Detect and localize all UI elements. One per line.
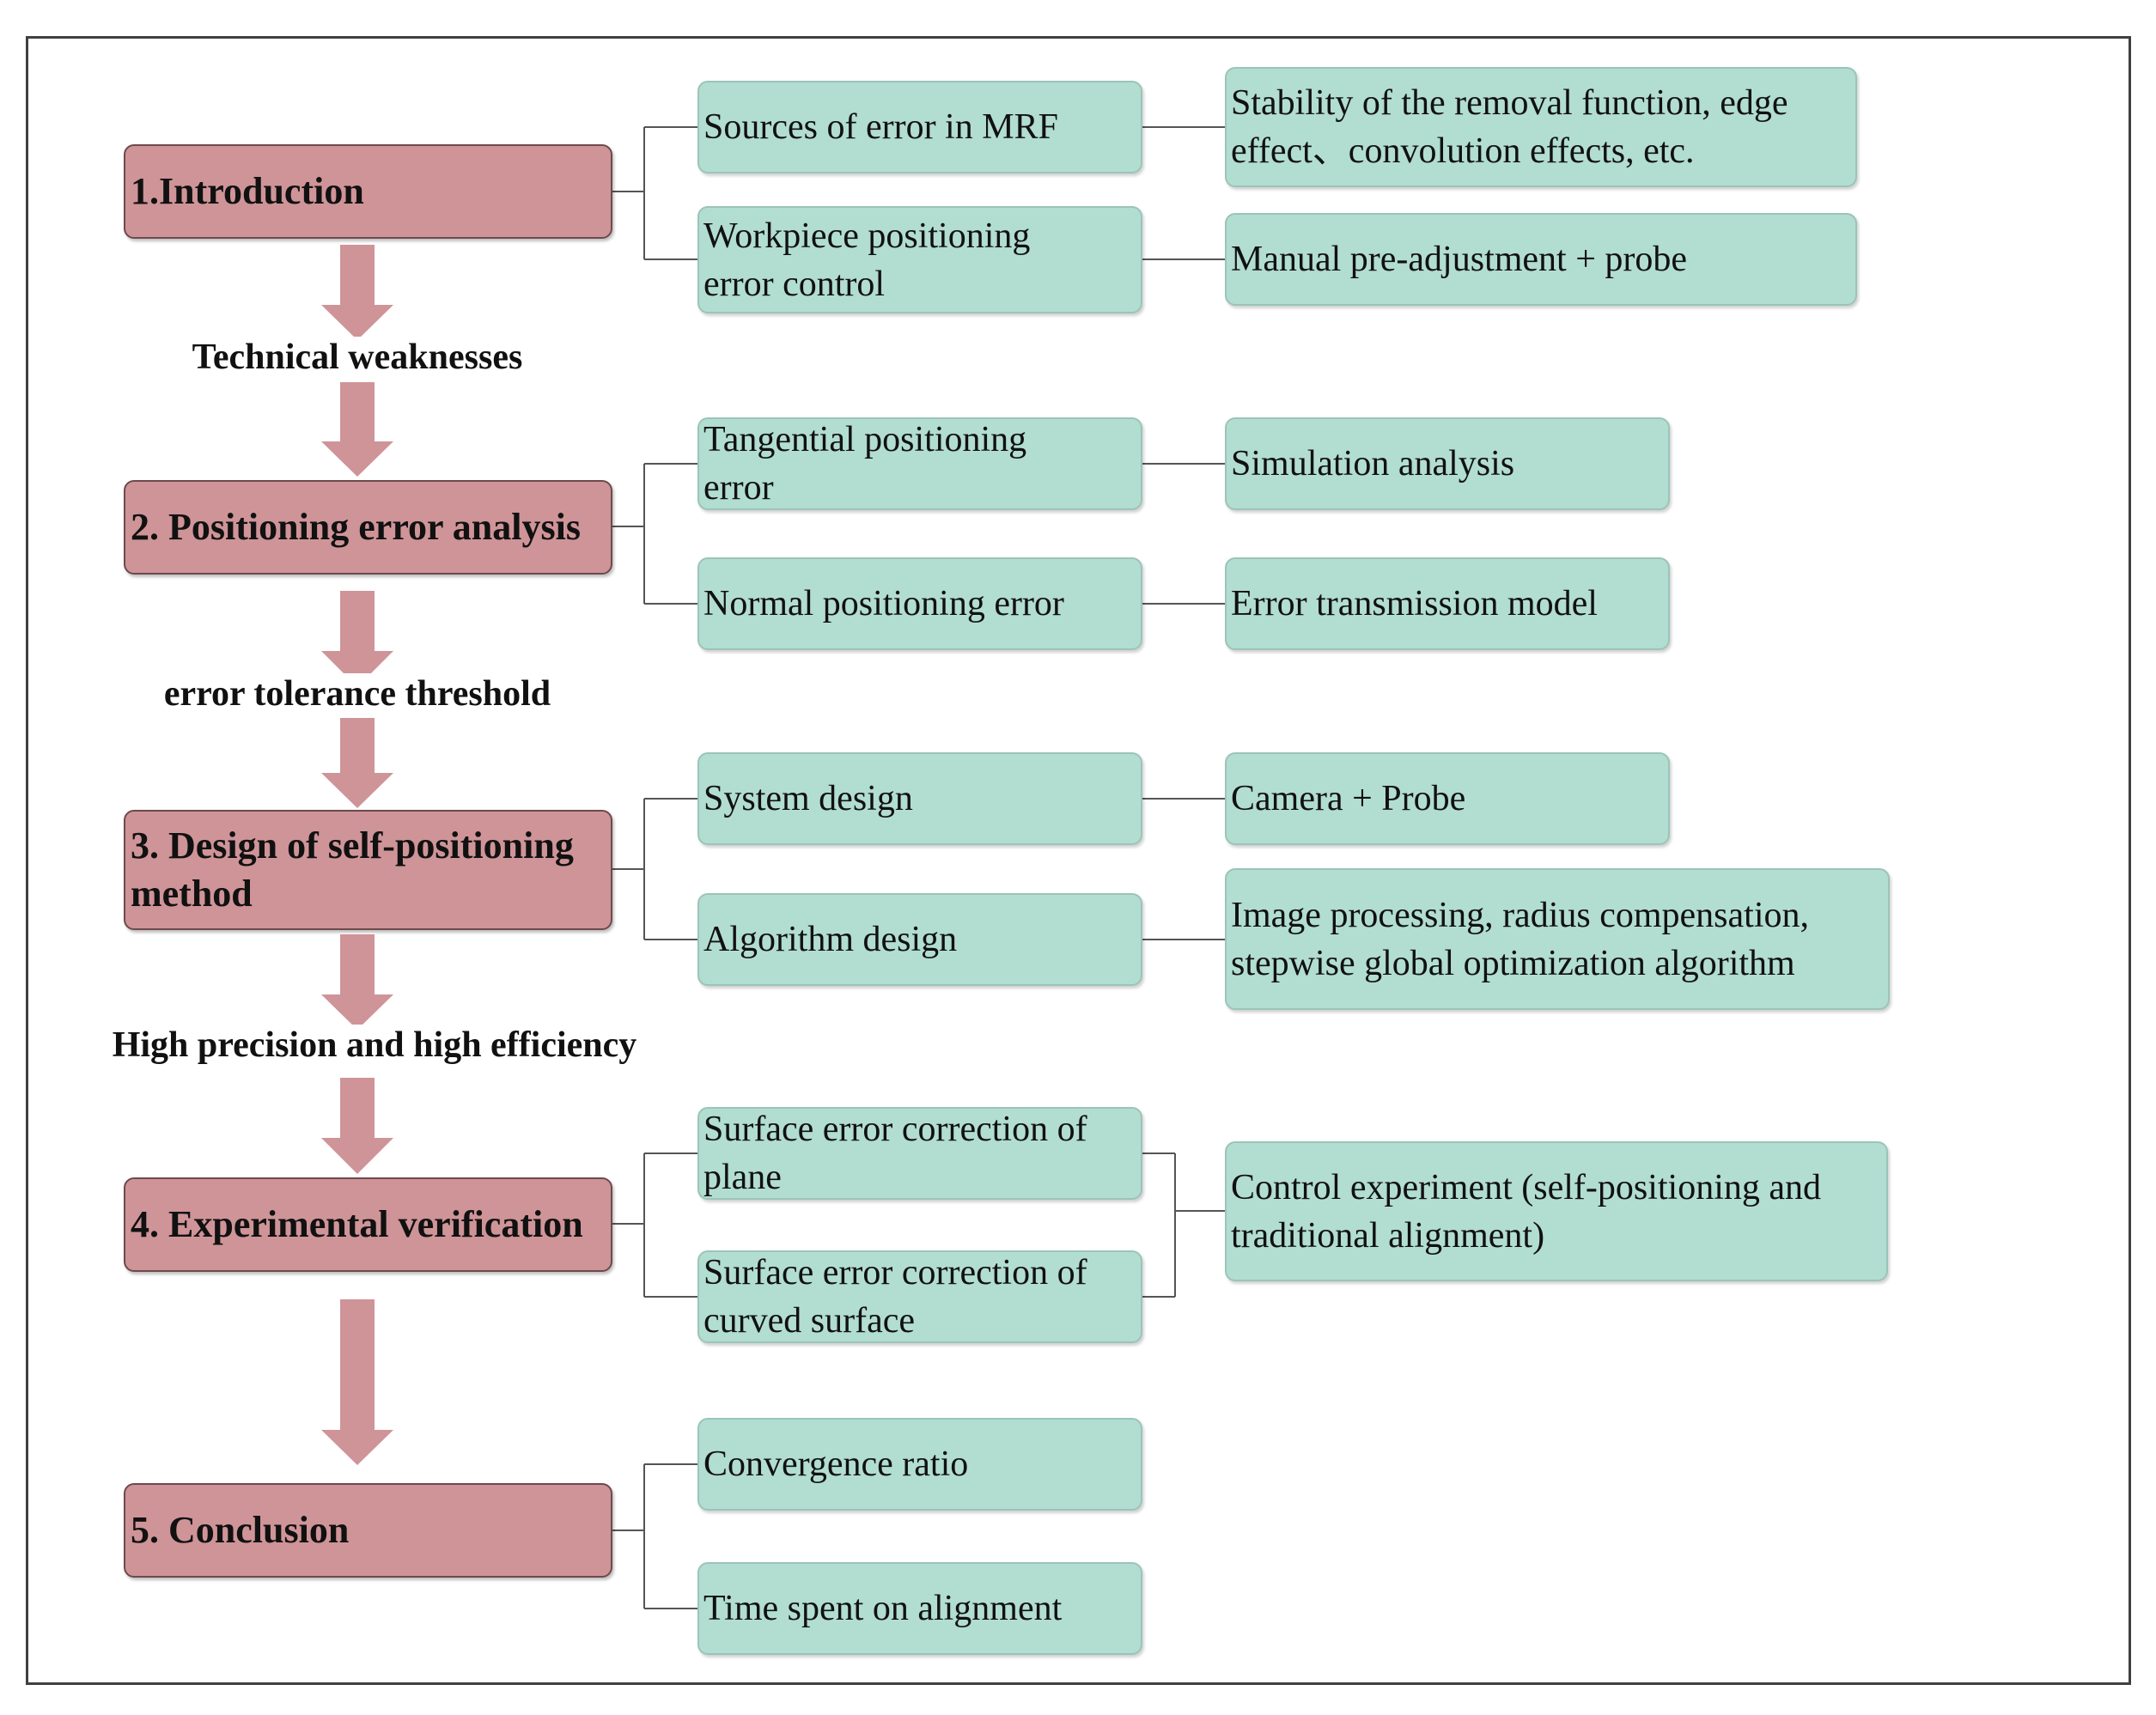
sub-normal-positioning-error: Normal positioning error — [697, 557, 1142, 650]
sub-surface-error-plane: Surface error correction of plane — [697, 1107, 1142, 1200]
step-introduction: 1.Introduction — [124, 144, 612, 239]
transition-error-tolerance-threshold: error tolerance threshold — [117, 673, 598, 718]
connector-design-subs — [612, 798, 697, 940]
down-arrow-4 — [321, 713, 393, 808]
connector-surface-detail — [1142, 1152, 1225, 1298]
transition-technical-weaknesses: Technical weaknesses — [143, 337, 572, 381]
sub-time-spent-alignment: Time spent on alignment — [697, 1562, 1142, 1655]
step-conclusion: 5. Conclusion — [124, 1483, 612, 1578]
detail-image-processing: Image processing, radius compensation, s… — [1225, 868, 1890, 1010]
connector-intro-subs — [612, 126, 697, 260]
down-arrow-1 — [321, 245, 393, 340]
sub-system-design: System design — [697, 752, 1142, 845]
sub-workpiece-positioning: Workpiece positioning error control — [697, 206, 1142, 313]
detail-error-transmission-model: Error transmission model — [1225, 557, 1670, 650]
sub-algorithm-design: Algorithm design — [697, 893, 1142, 986]
transition-high-precision: High precision and high efficiency — [74, 1025, 675, 1069]
down-arrow-5 — [321, 934, 393, 1030]
diagram-frame — [26, 36, 2131, 1685]
down-arrow-3 — [321, 591, 393, 687]
detail-control-experiment: Control experiment (self-positioning and… — [1225, 1141, 1888, 1281]
step-experimental-verification: 4. Experimental verification — [124, 1177, 612, 1272]
detail-manual-pre-adjustment: Manual pre-adjustment + probe — [1225, 213, 1857, 306]
sub-surface-error-curved: Surface error correction of curved surfa… — [697, 1250, 1142, 1343]
detail-stability-removal-function: Stability of the removal function, edge … — [1225, 67, 1857, 187]
down-arrow-7 — [321, 1299, 393, 1465]
detail-camera-probe: Camera + Probe — [1225, 752, 1670, 845]
sub-tangential-positioning-error: Tangential positioning error — [697, 417, 1142, 510]
connector-conclusion-subs — [612, 1463, 697, 1609]
down-arrow-2 — [321, 382, 393, 477]
down-arrow-6 — [321, 1078, 393, 1174]
connector-experiment-subs — [612, 1152, 697, 1298]
step-positioning-error-analysis: 2. Positioning error analysis — [124, 480, 612, 575]
connector-analysis-subs — [612, 463, 697, 605]
step-design-self-positioning: 3. Design of self-positioning method — [124, 810, 612, 930]
sub-convergence-ratio: Convergence ratio — [697, 1418, 1142, 1511]
detail-simulation-analysis: Simulation analysis — [1225, 417, 1670, 510]
sub-sources-of-error-mrf: Sources of error in MRF — [697, 81, 1142, 173]
